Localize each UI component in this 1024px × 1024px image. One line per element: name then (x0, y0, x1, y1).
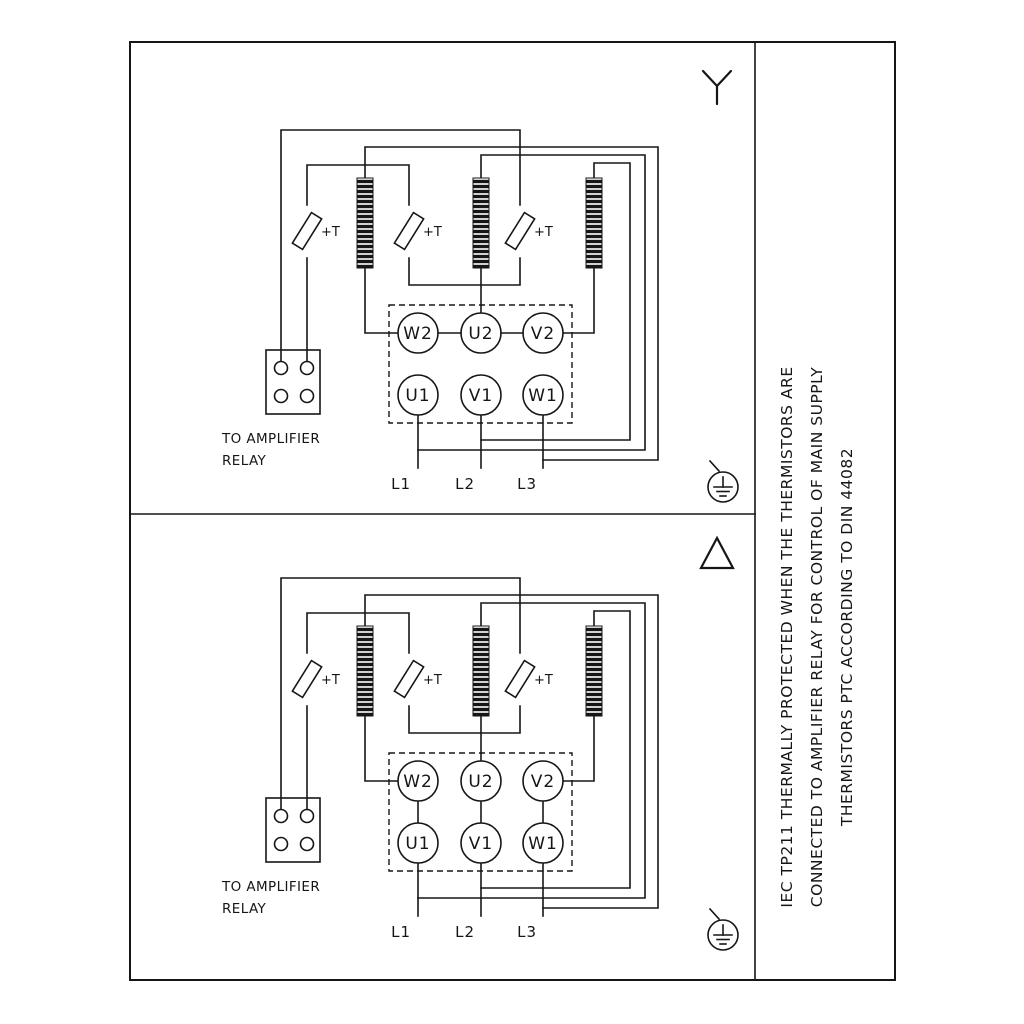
wire (280, 577, 521, 817)
terminal-u1: U1 (397, 822, 439, 864)
wire (562, 715, 595, 782)
wire (480, 162, 631, 441)
terminal-w2: W2 (397, 312, 439, 354)
relay-terminal (299, 836, 315, 852)
thermistor-symbol (504, 211, 536, 251)
relay-note-line-2: RELAY (222, 901, 267, 917)
svg-text:W2: W2 (403, 324, 433, 344)
side-note: IEC TP211 THERMALLY PROTECTED WHEN THE T… (778, 366, 856, 907)
star-icon (701, 69, 733, 106)
terminal-box (388, 304, 573, 424)
terminal-w1: W1 (522, 374, 564, 416)
wire (306, 612, 410, 654)
motor-winding (472, 177, 490, 269)
svg-text:U2: U2 (468, 324, 493, 344)
wire (417, 602, 646, 899)
terminal-w1: W1 (522, 822, 564, 864)
supply-label-l2: L2 (455, 475, 475, 493)
wire (306, 164, 410, 206)
panel-delta: +T +T +T W2 U2 V2 (221, 535, 739, 951)
motor-winding (472, 625, 490, 717)
relay-terminal-block (265, 797, 321, 863)
supply-label-l1: L1 (391, 475, 411, 493)
wire (408, 257, 521, 286)
relay-terminal (273, 836, 289, 852)
relay-terminal (273, 360, 289, 376)
motor-winding (356, 625, 374, 717)
thermistor-label: +T (534, 673, 553, 688)
thermistor-label: +T (321, 673, 340, 688)
thermistor-label: +T (321, 225, 340, 240)
thermistor-symbol (393, 659, 425, 699)
wire (364, 715, 399, 782)
svg-text:U1: U1 (405, 386, 430, 406)
terminal-box (388, 752, 573, 872)
supply-label-l3: L3 (517, 923, 537, 941)
wire (364, 267, 399, 334)
terminal-v2: V2 (522, 312, 564, 354)
svg-text:V1: V1 (469, 386, 493, 406)
terminal-u1: U1 (397, 374, 439, 416)
thermistor-symbol (393, 211, 425, 251)
outer-border (129, 41, 896, 981)
side-note-line-1: IEC TP211 THERMALLY PROTECTED WHEN THE T… (778, 366, 796, 907)
thermistor-label: +T (423, 225, 442, 240)
thermistor-symbol (504, 659, 536, 699)
delta-icon (699, 535, 735, 570)
svg-text:U1: U1 (405, 834, 430, 854)
supply-label-l1: L1 (391, 923, 411, 941)
relay-note-line-1: TO AMPLIFIER (221, 431, 320, 447)
panel-star: +T +T +T W2 U2 V2 U1 (221, 69, 739, 503)
relay-terminal (273, 808, 289, 824)
wire (280, 129, 521, 369)
svg-text:U2: U2 (468, 772, 493, 792)
ground-icon (707, 907, 739, 951)
relay-terminal (299, 808, 315, 824)
relay-terminal-block (265, 349, 321, 415)
supply-label-l3: L3 (517, 475, 537, 493)
thermistor-label: +T (534, 225, 553, 240)
svg-text:W2: W2 (403, 772, 433, 792)
wire (364, 146, 659, 461)
wire (480, 610, 631, 889)
motor-winding (356, 177, 374, 269)
relay-note-line-2: RELAY (222, 453, 267, 469)
thermistor-symbol (291, 659, 323, 699)
thermistor-symbol (291, 211, 323, 251)
terminal-u2: U2 (460, 312, 502, 354)
svg-text:V1: V1 (469, 834, 493, 854)
wire (417, 154, 646, 451)
relay-terminal (299, 360, 315, 376)
svg-text:V2: V2 (531, 324, 555, 344)
thermistor-label: +T (423, 673, 442, 688)
motor-winding (585, 625, 603, 717)
terminal-v2: V2 (522, 760, 564, 802)
relay-terminal (299, 388, 315, 404)
terminal-v1: V1 (460, 374, 502, 416)
relay-note-line-1: TO AMPLIFIER (221, 879, 320, 895)
ground-icon (707, 459, 739, 503)
motor-winding (585, 177, 603, 269)
wire (364, 594, 659, 909)
side-note-line-2: CONNECTED TO AMPLIFIER RELAY FOR CONTROL… (808, 367, 826, 907)
wire (408, 705, 521, 734)
relay-terminal (273, 388, 289, 404)
side-note-line-3: THERMISTORS PTC ACCORDING TO DIN 44082 (838, 448, 856, 827)
svg-text:V2: V2 (531, 772, 555, 792)
svg-text:W1: W1 (528, 834, 558, 854)
svg-text:W1: W1 (528, 386, 558, 406)
terminal-u2: U2 (460, 760, 502, 802)
terminal-v1: V1 (460, 822, 502, 864)
wire (562, 267, 595, 334)
supply-label-l2: L2 (455, 923, 475, 941)
terminal-w2: W2 (397, 760, 439, 802)
